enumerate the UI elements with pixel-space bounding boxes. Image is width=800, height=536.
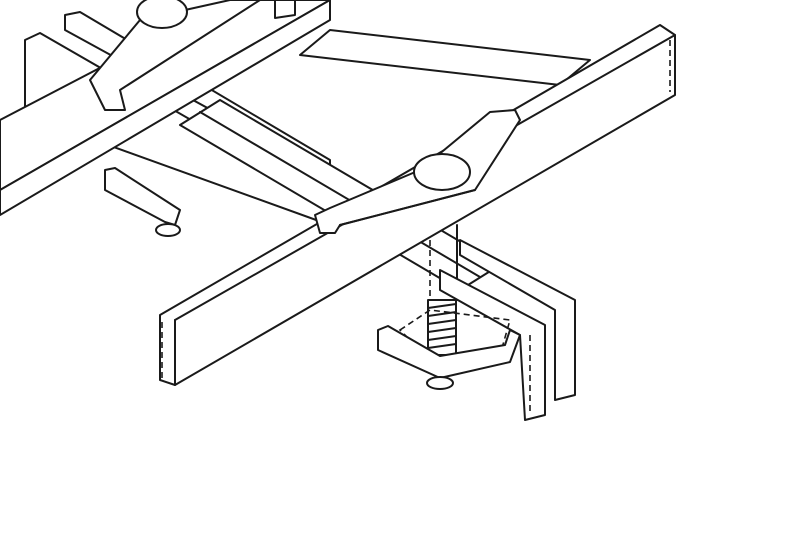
left-clamp (104, 167, 181, 237)
top-clip (89, 0, 296, 111)
bottom-clamp (377, 325, 521, 390)
front-clip (314, 109, 521, 234)
dome-nut (413, 153, 471, 191)
lower-channels (398, 239, 576, 421)
threaded-bolt (427, 224, 458, 356)
bolt-threads (427, 303, 457, 349)
